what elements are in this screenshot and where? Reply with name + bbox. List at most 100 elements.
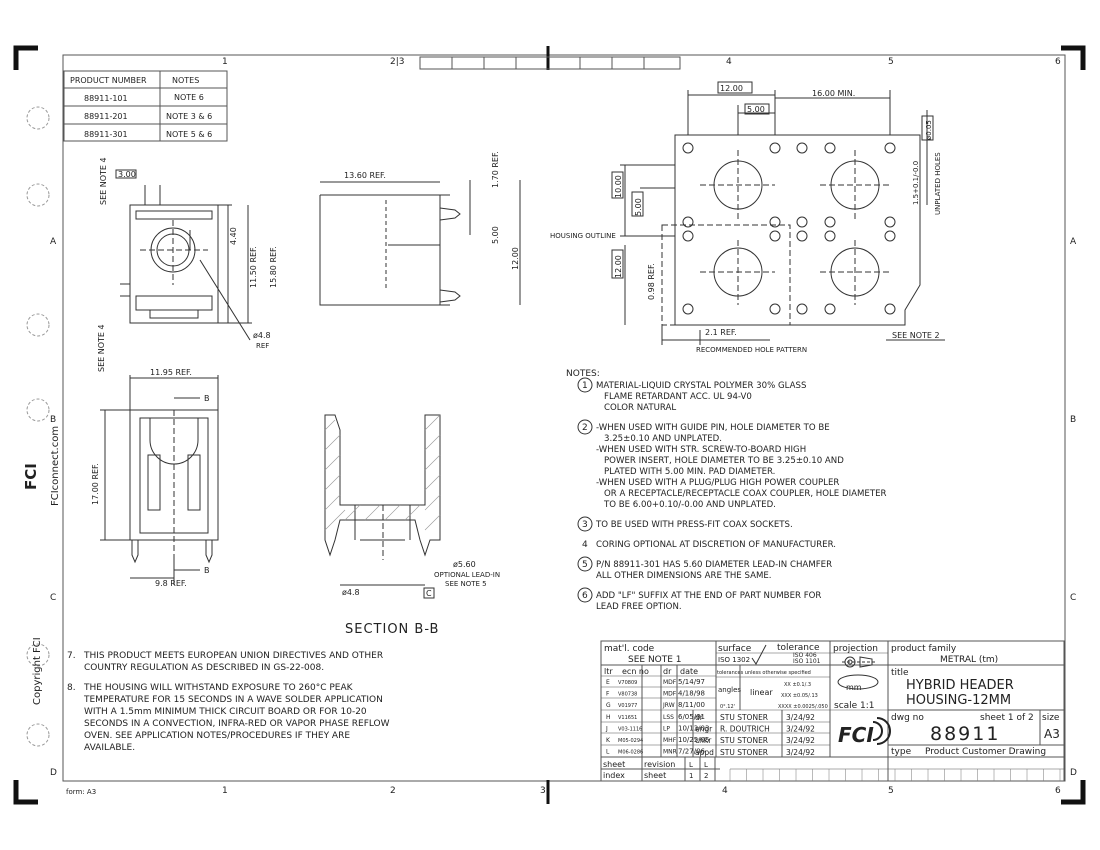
note-line: 3.25±0.10 AND UNPLATED. [604, 434, 722, 444]
linear-label: linear [750, 688, 773, 697]
dim-9-8: 9.8 REF. [155, 579, 187, 588]
note-number: 4 [582, 540, 588, 550]
see-note-5: SEE NOTE 5 [445, 580, 487, 588]
zone-col-bottom: 5 [888, 786, 894, 796]
revision-cell: 4/18/98 [678, 690, 705, 698]
note-line: COUNTRY REGULATION AS DESCRIBED IN GS-22… [84, 663, 324, 673]
revision-cell: 8/11/00 [678, 701, 705, 709]
pattern-hole [796, 230, 808, 242]
dim-3-00: 3.00 [118, 170, 136, 179]
product-family-label: product family [891, 644, 957, 654]
bottom-view [100, 375, 219, 585]
hole-pattern [620, 90, 928, 345]
title-label: title [891, 668, 909, 678]
hole-dim-5-00: 5.00 [747, 105, 765, 114]
binder-holes [26, 106, 50, 747]
note-line: PLATED WITH 5.00 MIN. PAD DIAMETER. [604, 467, 775, 477]
dim-17-00: 17.00 REF. [91, 463, 100, 505]
approval-cell: R. DOUTRICH [720, 725, 770, 734]
revision-cell: 10/25/05 [678, 736, 709, 744]
note-line: WITH A 1.5mm MINIMUM THICK CIRCUIT BOARD… [84, 707, 367, 717]
dim-13-60: 13.60 REF. [344, 171, 386, 180]
table-row: NOTE 5 & 6 [166, 130, 212, 139]
revision-cell: MHF [663, 737, 677, 744]
hole-dim-10-00: 10.00 [614, 175, 623, 198]
approval-cell: 3/24/92 [786, 713, 815, 722]
revision-cell: V11651 [618, 715, 637, 721]
optional-lead-in: OPTIONAL LEAD-IN [434, 571, 500, 579]
col-product-number: PRODUCT NUMBER [70, 76, 147, 85]
unit-label: mm [846, 683, 862, 692]
zone-row-right: A [1070, 237, 1077, 247]
dim-ref: REF [256, 342, 269, 350]
revision-cell: V01977 [618, 703, 637, 709]
index-val-2: 2 [704, 772, 708, 780]
front-view [120, 185, 252, 341]
note-number-circle [577, 516, 593, 532]
zone-row-right: C [1070, 593, 1076, 603]
title-block-text: mat'l. code SEE NOTE 1 surface ISO 1302 … [603, 643, 1060, 780]
note-line: MATERIAL-LIQUID CRYSTAL POLYMER 30% GLAS… [596, 381, 806, 391]
approval-cell: dr [695, 713, 704, 722]
approval-cell: STU STONER [720, 736, 768, 745]
sheet-label: sheet [603, 760, 625, 769]
see-note-2: SEE NOTE 2 [892, 331, 940, 340]
unplated-holes: UNPLATED HOLES [934, 152, 942, 215]
dim-15-80: 15.80 REF. [269, 246, 278, 288]
note-line: ALL OTHER DIMENSIONS ARE THE SAME. [596, 571, 772, 581]
revision-cell: LP [663, 725, 670, 732]
note-number: 6 [582, 591, 588, 601]
approval-cell: 3/24/92 [786, 736, 815, 745]
surface-symbol-icon [751, 644, 767, 665]
zone-col-top: 1 [222, 57, 228, 67]
pattern-hole [769, 142, 781, 154]
revision-cell: LSS [663, 714, 674, 721]
note-line: TEMPERATURE FOR 15 SECONDS IN A WAVE SOL… [83, 695, 383, 705]
pattern-hole [796, 142, 808, 154]
revision-cell: MDF [663, 679, 677, 686]
notes-left-list: 7.THIS PRODUCT MEETS EUROPEAN UNION DIRE… [67, 651, 390, 753]
title-block-grid [729, 769, 1061, 781]
pattern-hole [682, 303, 694, 315]
note-number-circle [577, 556, 593, 572]
revision-cell: E [606, 679, 610, 686]
note-line: AVAILABLE. [84, 743, 135, 753]
index-label: index [603, 771, 625, 780]
pattern-hole [884, 230, 896, 242]
tolerance-iso406: ISO 406 [793, 652, 817, 659]
revision-cell: V03-1116 [618, 726, 642, 732]
approval-cell: chkr [695, 736, 712, 745]
tolerance-label: tolerance [777, 643, 820, 653]
unit-ellipse [837, 674, 879, 690]
linear-xx: XX ±0.1/.3 [784, 682, 811, 688]
dim-4-40: 4.40 [229, 227, 238, 245]
dim-5-00: 5.00 [491, 226, 500, 244]
title-line-1: HYBRID HEADER [906, 678, 1014, 693]
note-line: -WHEN USED WITH STR. SCREW-TO-BOARD HIGH [596, 445, 806, 455]
note-line: THE HOUSING WILL WITHSTAND EXPOSURE TO 2… [83, 683, 354, 693]
note-number: 8. [67, 683, 76, 693]
rev-col-date: date [680, 667, 698, 676]
revision-cell: MNR [663, 749, 677, 756]
pattern-hole [884, 216, 896, 228]
section-marker-bottom: B [204, 566, 210, 575]
type-label: type [891, 747, 912, 757]
revision-cell: 6/05/01 [678, 713, 705, 721]
hole-dim-16-00: 16.00 MIN. [812, 89, 855, 98]
scale-label: scale 1:1 [834, 701, 875, 711]
sheet-val-1: L [689, 761, 693, 769]
zone-row-left: B [50, 415, 56, 425]
approval-cell: 3/24/92 [786, 748, 815, 757]
see-note-4-top: SEE NOTE 4 [99, 157, 108, 205]
tolerance-iso1101: ISO 1101 [793, 658, 821, 665]
matl-code-label: mat'l. code [604, 644, 655, 654]
dim-11-50: 11.50 REF. [249, 246, 258, 288]
side-view [319, 180, 521, 306]
revision-cell: M06-0286 [618, 750, 643, 756]
angles-label: angles [718, 686, 741, 694]
note-line: SECONDS IN A CONVECTION, INFRA-RED OR VA… [84, 719, 390, 729]
rev-col-ecn: ecn no [622, 667, 649, 676]
zone-col-top: 4 [726, 57, 732, 67]
